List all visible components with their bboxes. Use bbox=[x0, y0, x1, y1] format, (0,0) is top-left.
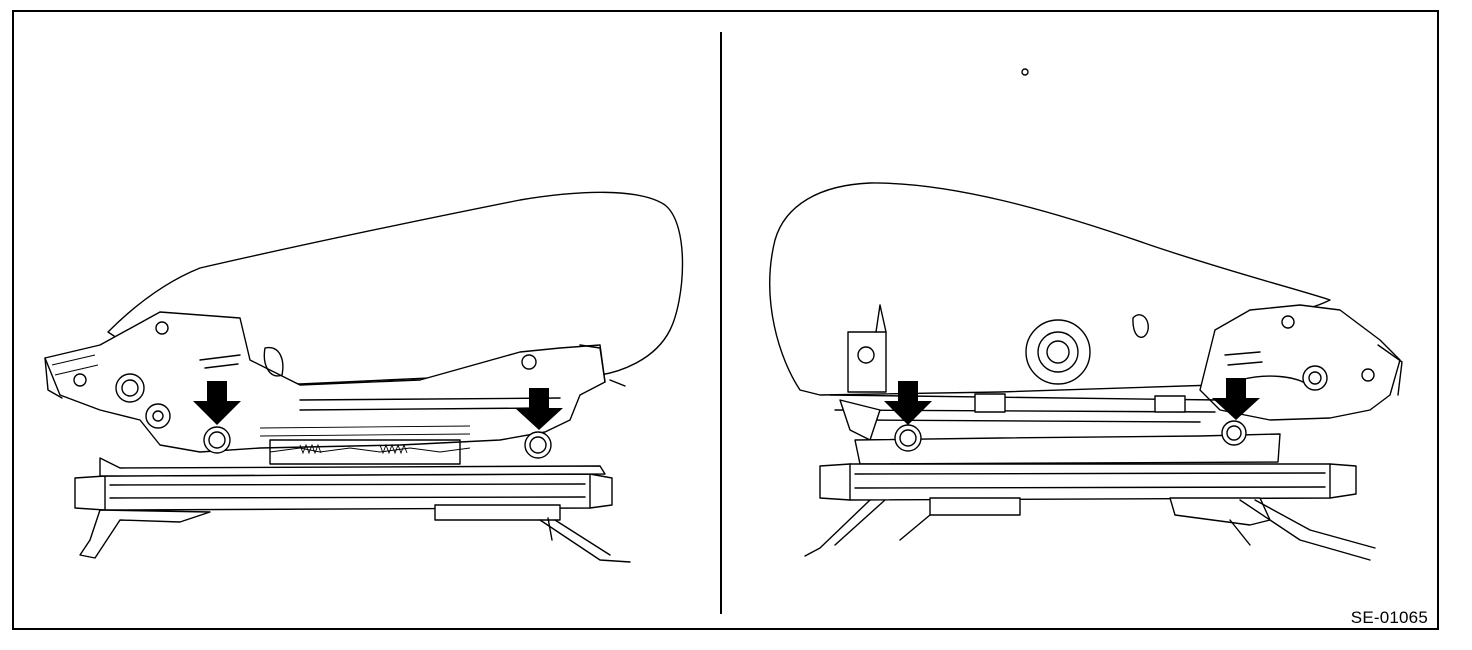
left-front-bolt bbox=[203, 426, 231, 454]
left-seat-view bbox=[44, 191, 684, 563]
left-seat-cushion bbox=[107, 191, 684, 385]
left-rear-bolt bbox=[524, 431, 552, 459]
right-seat-rail bbox=[819, 463, 1357, 501]
left-front-bolt-arrow bbox=[193, 381, 241, 425]
left-rear-bolt-arrow bbox=[515, 388, 563, 430]
left-seat-legs bbox=[79, 509, 211, 559]
right-seat-frame bbox=[1199, 304, 1401, 421]
right-front-bolt-arrow bbox=[884, 381, 932, 425]
figure-code-label: SE-01065 bbox=[1350, 608, 1428, 627]
left-seat-frame bbox=[44, 311, 606, 453]
right-seat-legs bbox=[804, 499, 1376, 561]
right-rear-bolt bbox=[1221, 420, 1247, 446]
right-rear-bolt-arrow bbox=[1212, 378, 1260, 420]
right-seat-view bbox=[769, 68, 1403, 561]
right-front-bolt bbox=[894, 424, 922, 452]
